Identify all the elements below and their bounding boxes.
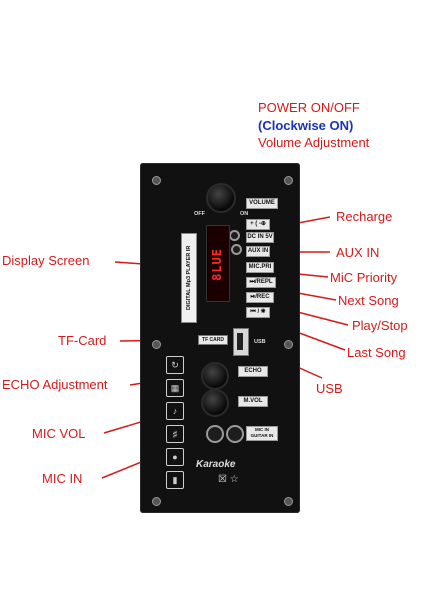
speaker-icon: ▦ (166, 379, 184, 397)
callout-micvol: MIC VOL (32, 426, 86, 441)
mic-guitar-label: MIC IN GUITAR IN (246, 426, 278, 441)
screw-icon (284, 340, 293, 349)
callout-last: Last Song (347, 345, 406, 360)
guitar-icon: ♯ (166, 425, 184, 443)
mic-priority-button[interactable]: MIC.PRI (246, 262, 274, 273)
mic-icon: ● (166, 448, 184, 466)
display-screen (206, 225, 230, 302)
screw-icon (284, 497, 293, 506)
mic-vol-label: M.VOL (238, 396, 268, 407)
callout-mic-priority: MiC Priority (330, 270, 398, 285)
callout-tf: TF-Card (58, 333, 107, 348)
usb-port[interactable] (233, 328, 249, 356)
mp3-player-label: DIGITAL Mp3 PLAYER IR (181, 233, 197, 323)
next-song-button[interactable]: ⏭/REPL (246, 277, 276, 288)
callout-display: Display Screen (2, 253, 90, 268)
dc-in-label: DC IN 5V (246, 232, 274, 243)
callout-power: POWER ON/OFF (258, 100, 360, 115)
usb-label: USB (254, 339, 266, 345)
power-volume-knob[interactable] (206, 183, 236, 213)
screw-icon (152, 497, 161, 506)
callout-next: Next Song (338, 293, 399, 308)
certification-marks: ☒ ☆ (218, 474, 239, 485)
callout-recharge: Recharge (336, 209, 393, 224)
note-icon: ♪ (166, 402, 184, 420)
volume-label: VOLUME (246, 198, 278, 209)
callout-play: Play/Stop (352, 318, 408, 333)
callout-usb: USB (316, 381, 343, 396)
knob-on-label: ON (240, 211, 249, 217)
screw-icon (152, 176, 161, 185)
display-readout: 8LUE (210, 248, 224, 281)
knob-off-label: OFF (194, 211, 205, 217)
aux-in-jack[interactable] (231, 244, 242, 255)
callout-clockwise: (Clockwise ON) (258, 118, 354, 133)
karaoke-logo: Karaoke (196, 459, 236, 470)
mic-in-jack[interactable] (206, 425, 224, 443)
screw-icon (284, 176, 293, 185)
recycle-icon: ↻ (166, 356, 184, 374)
echo-label: ECHO (238, 366, 268, 377)
dc-in-jack[interactable] (229, 230, 240, 241)
aux-in-label: AUX IN (246, 246, 270, 257)
battery-icon: ▮ (166, 471, 184, 489)
echo-knob[interactable] (201, 362, 229, 390)
play-stop-button[interactable]: ⏯/REC (246, 292, 274, 303)
last-song-button[interactable]: ⏮ / ☀ (246, 307, 270, 318)
callout-micin: MIC IN (42, 471, 83, 486)
mic-vol-knob[interactable] (201, 389, 229, 417)
guitar-in-jack[interactable] (226, 425, 244, 443)
screw-icon (152, 340, 161, 349)
callout-echo: ECHO Adjustment (2, 377, 108, 392)
charge-indicator-label: + ( -⊕ (246, 219, 270, 230)
callout-volume: Volume Adjustment (258, 135, 370, 150)
tf-card-slot[interactable]: TF CARD (198, 335, 228, 345)
callout-aux: AUX IN (336, 245, 380, 260)
